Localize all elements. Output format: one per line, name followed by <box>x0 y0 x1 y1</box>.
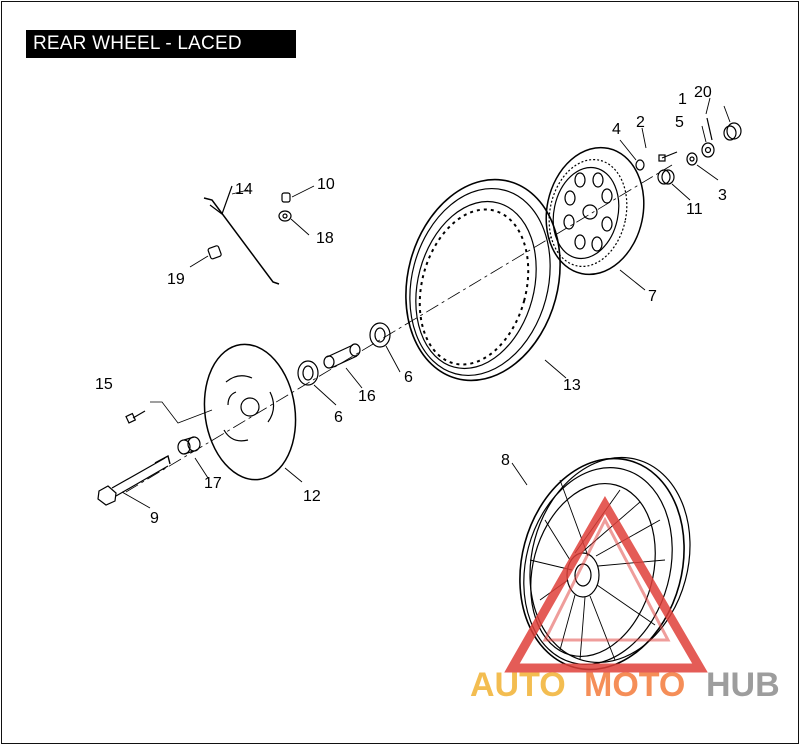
leader-lines <box>121 97 731 509</box>
callout-17: 17 <box>204 475 222 492</box>
part-20-cap <box>723 122 742 141</box>
part-11-spacer <box>657 169 675 185</box>
part-19-nipple <box>207 245 222 260</box>
watermark-auto: AUTO <box>470 666 566 704</box>
callout-13: 13 <box>563 377 581 394</box>
part-6-bearing-right <box>369 322 391 348</box>
part-2-bolt <box>658 151 678 162</box>
part-8-laced-wheel-assembly <box>519 456 691 671</box>
part-14-spoke <box>203 185 280 285</box>
diagram-title: REAR WHEEL - LACED <box>26 30 296 58</box>
callout-8: 8 <box>501 452 510 469</box>
part-16-spacer-sleeve <box>323 343 361 369</box>
callout-labels: 1 2 3 4 5 6 6 7 8 9 10 11 12 13 14 15 16… <box>95 84 727 527</box>
callout-4: 4 <box>612 121 621 138</box>
part-3-washer <box>686 152 698 166</box>
part-4-washer <box>635 159 645 171</box>
watermark-hub: HUB <box>706 666 780 704</box>
callout-12: 12 <box>303 488 321 505</box>
watermark-moto: MOTO <box>584 666 685 704</box>
callout-5: 5 <box>675 114 684 131</box>
callout-6-right: 6 <box>404 369 413 386</box>
callout-16: 16 <box>358 388 376 405</box>
callout-3: 3 <box>718 187 727 204</box>
part-7-pulley <box>545 146 645 276</box>
callout-10: 10 <box>317 176 335 193</box>
part-15-screw <box>125 401 213 424</box>
callout-15: 15 <box>95 376 113 393</box>
part-6-bearing-left <box>297 360 319 386</box>
callout-20: 20 <box>694 84 712 101</box>
callout-11: 11 <box>686 201 703 218</box>
part-17-spacer <box>177 436 201 455</box>
part-18-valve-nut <box>278 210 292 222</box>
callout-7: 7 <box>648 288 657 305</box>
part-12-brake-disc <box>203 343 297 481</box>
callout-2: 2 <box>636 114 645 131</box>
callout-19: 19 <box>167 271 185 288</box>
callout-1: 1 <box>678 91 687 108</box>
automotohub-watermark-logo: AUTO MOTO HUB <box>470 495 780 704</box>
part-13-rim <box>405 178 561 382</box>
part-5-nut <box>701 142 715 158</box>
part-10-valve-stem <box>281 192 291 203</box>
callout-18: 18 <box>316 230 334 247</box>
axle-centerline <box>125 164 673 493</box>
callout-9: 9 <box>150 510 159 527</box>
part-1-cotter-pin <box>706 117 713 141</box>
part-9-axle <box>97 454 171 506</box>
callout-6-left: 6 <box>334 409 343 426</box>
callout-14: 14 <box>235 181 253 198</box>
